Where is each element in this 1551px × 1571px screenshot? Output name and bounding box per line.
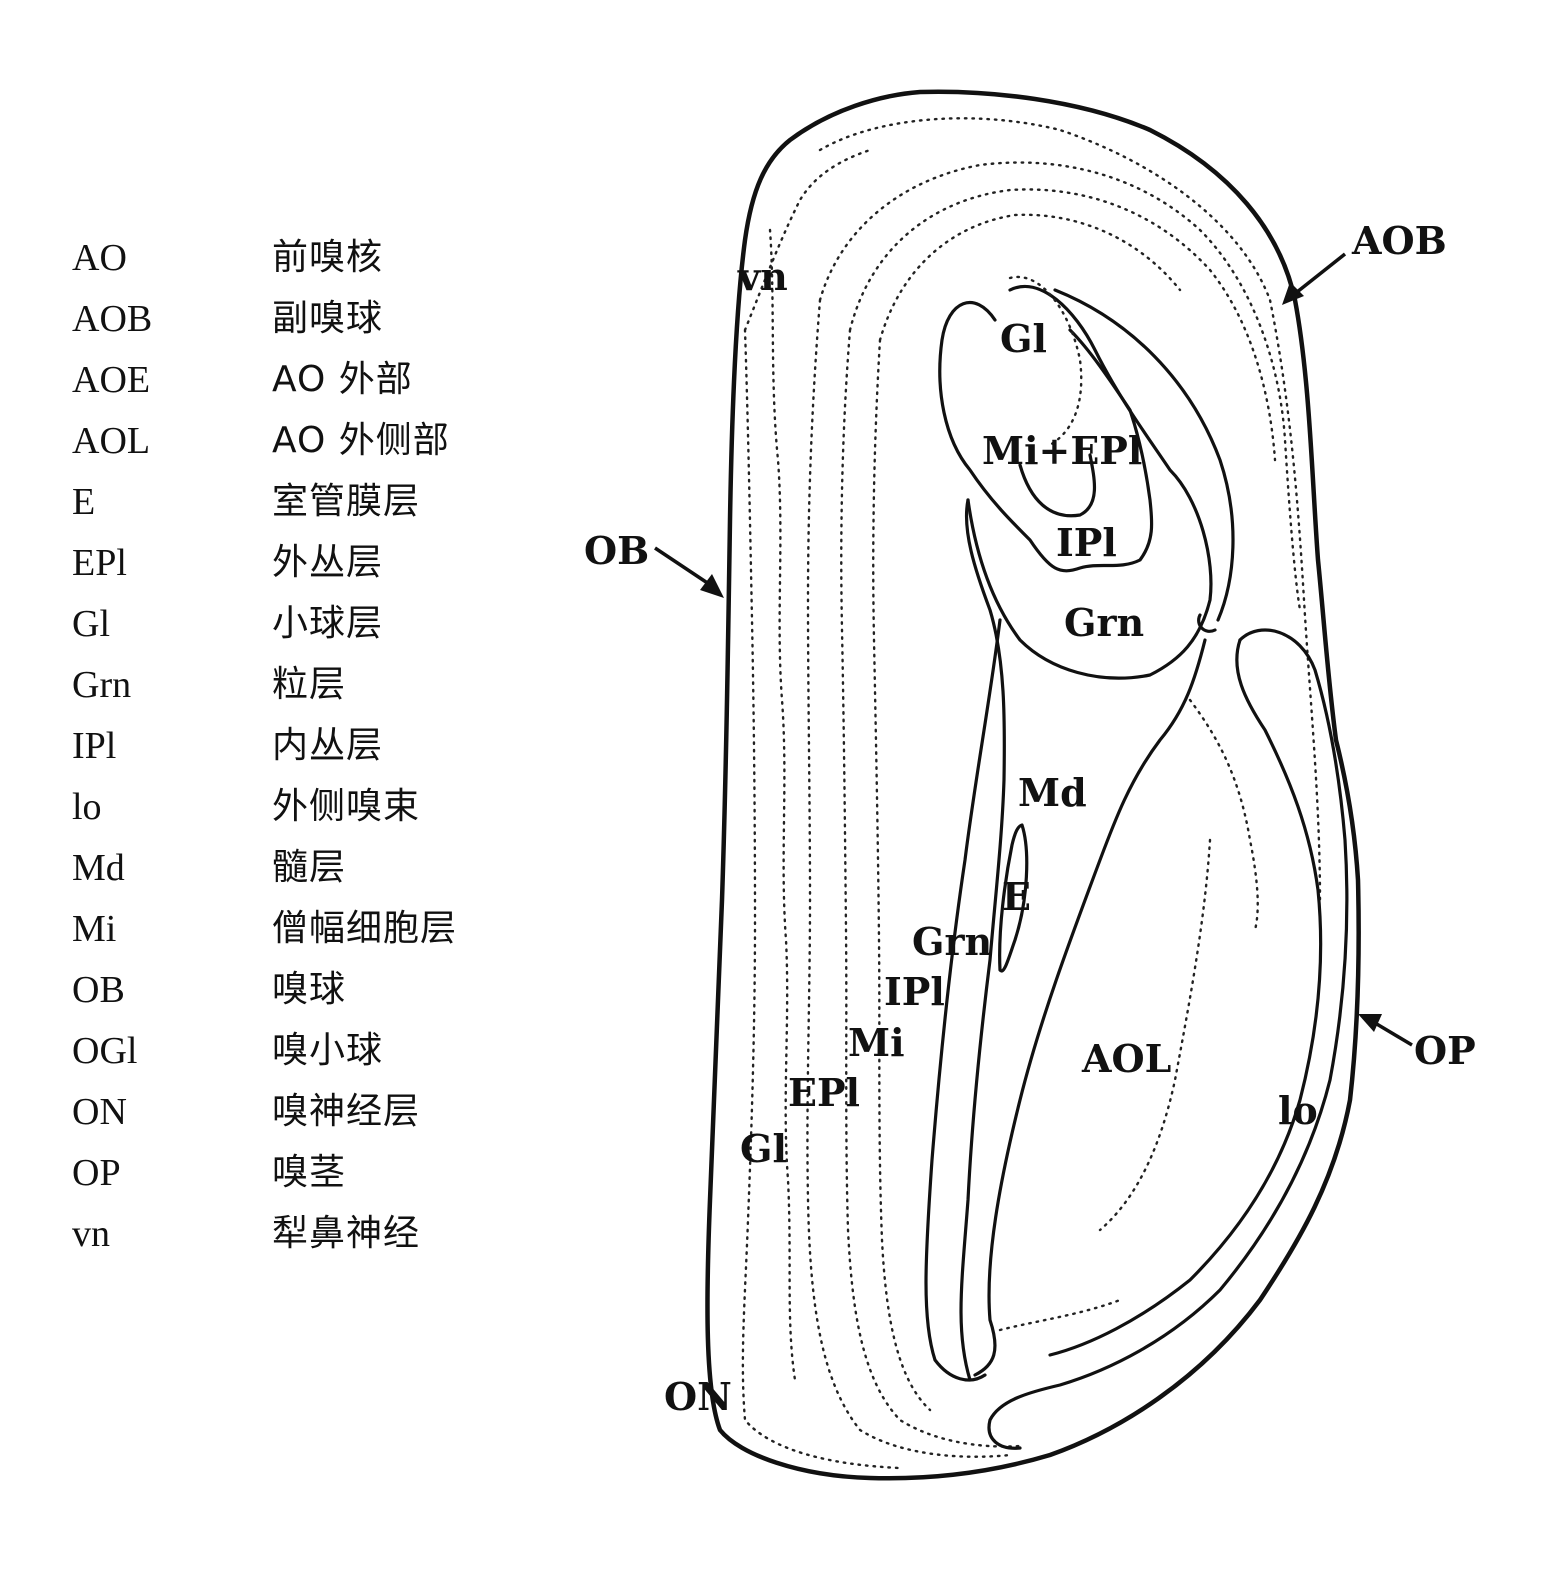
- arrow-ob: [654, 546, 724, 598]
- label-aol: AOL: [1081, 1036, 1171, 1081]
- aol-boundary: [987, 628, 1349, 1450]
- legend-description: 犁鼻神经: [272, 1213, 421, 1254]
- aol-dotted-3: [998, 1298, 1122, 1332]
- legend-abbreviation: OB: [72, 969, 125, 1011]
- legend-description: 内丛层: [272, 725, 384, 766]
- legend-abbreviation: AOE: [72, 359, 151, 401]
- legend-abbreviation: AOL: [72, 420, 151, 462]
- legend-abbreviation: AOB: [72, 298, 153, 340]
- label-e: E: [1002, 874, 1031, 919]
- stalk-inner-left: [924, 618, 1002, 1382]
- label-aob-gl: Gl: [1000, 316, 1047, 361]
- label-lo: lo: [1278, 1088, 1318, 1133]
- legend-description: 外丛层: [272, 542, 384, 583]
- legend-abbreviation: AO: [72, 237, 127, 279]
- label-ob-arrow: OB: [584, 528, 649, 573]
- legend-abbreviation: EPl: [72, 542, 127, 584]
- legend-description: 嗅小球: [272, 1030, 384, 1071]
- legend-description: 小球层: [272, 603, 384, 644]
- legend-abbreviation: OGl: [72, 1030, 138, 1072]
- label-md: Md: [1018, 770, 1087, 815]
- legend-abbreviation: ON: [72, 1091, 127, 1133]
- legend-abbreviation: OP: [72, 1152, 121, 1194]
- legend-abbreviation: lo: [72, 786, 102, 828]
- label-aob-arrow: AOB: [1351, 218, 1447, 263]
- legend-description: AO 外部: [272, 359, 413, 400]
- legend-abbreviation: Gl: [72, 603, 110, 645]
- legend-description: 前嗅核: [272, 237, 384, 278]
- label-on: ON: [664, 1374, 732, 1419]
- legend-description: 嗅球: [272, 969, 347, 1010]
- legend-description: 副嗅球: [272, 298, 384, 339]
- label-op-arrow: OP: [1414, 1028, 1476, 1073]
- label-mi: Mi: [848, 1020, 905, 1065]
- vn-band: [768, 228, 797, 1382]
- aob-outer: [966, 284, 1213, 680]
- label-vn: vn: [737, 254, 788, 299]
- arrow-aob: [1282, 252, 1347, 305]
- legend-description: 髓层: [272, 847, 347, 888]
- legend-abbreviation: IPl: [72, 725, 117, 767]
- legend-description: AO 外侧部: [272, 420, 450, 461]
- label-ipl: IPl: [884, 969, 945, 1014]
- label-gl: Gl: [740, 1126, 787, 1171]
- ependymal-sliver: [998, 823, 1029, 973]
- aob-gl-inner: [1008, 275, 1083, 447]
- outer-bulb-outline: [705, 89, 1361, 1481]
- legend-description: 嗅茎: [272, 1152, 347, 1193]
- on-gl-boundary: [741, 117, 1322, 1470]
- lo-boundary: [1048, 638, 1323, 1357]
- label-aob-ipl: IPl: [1056, 520, 1117, 565]
- legend-description: 僧幅细胞层: [272, 908, 458, 949]
- legend-abbreviation: Grn: [72, 664, 132, 706]
- legend-abbreviation: Md: [72, 847, 125, 889]
- legend-abbreviation: Mi: [72, 908, 117, 950]
- label-aob-mi-epl: Mi+EPl: [982, 428, 1142, 473]
- abbreviation-legend: AO 前嗅核 AOB 副嗅球 AOE AO 外部 AOL AO 外侧部 E 室管膜层 EPl 外丛层 G…: [0, 0, 560, 1300]
- arrow-op: [1358, 1014, 1413, 1047]
- legend-description: 粒层: [272, 664, 347, 705]
- md-right-boundary: [973, 638, 1207, 1377]
- label-epl: EPl: [788, 1070, 860, 1115]
- aob-gl-pocket: [938, 301, 1154, 573]
- aob-notch: [1197, 613, 1217, 633]
- mi-ipl-boundary: [872, 213, 1182, 1412]
- legend-description: 嗅神经层: [272, 1091, 421, 1132]
- grn-inner-boundary: [1053, 288, 1235, 622]
- gl-epl-boundary: [806, 161, 1302, 1458]
- legend-description: 外侧嗅束: [272, 786, 421, 827]
- aol-dotted-1: [1188, 698, 1259, 932]
- legend-description: 室管膜层: [272, 481, 421, 522]
- label-aob-grn: Grn: [1064, 600, 1144, 645]
- aol-dotted-2: [1098, 838, 1212, 1232]
- aob-mi-ipl: [1018, 453, 1097, 518]
- md-left-boundary: [959, 498, 1006, 1382]
- legend-abbreviation: E: [72, 481, 96, 523]
- legend-abbreviation: vn: [72, 1213, 110, 1255]
- epl-mi-boundary: [840, 188, 1277, 1448]
- label-grn: Grn: [912, 919, 992, 964]
